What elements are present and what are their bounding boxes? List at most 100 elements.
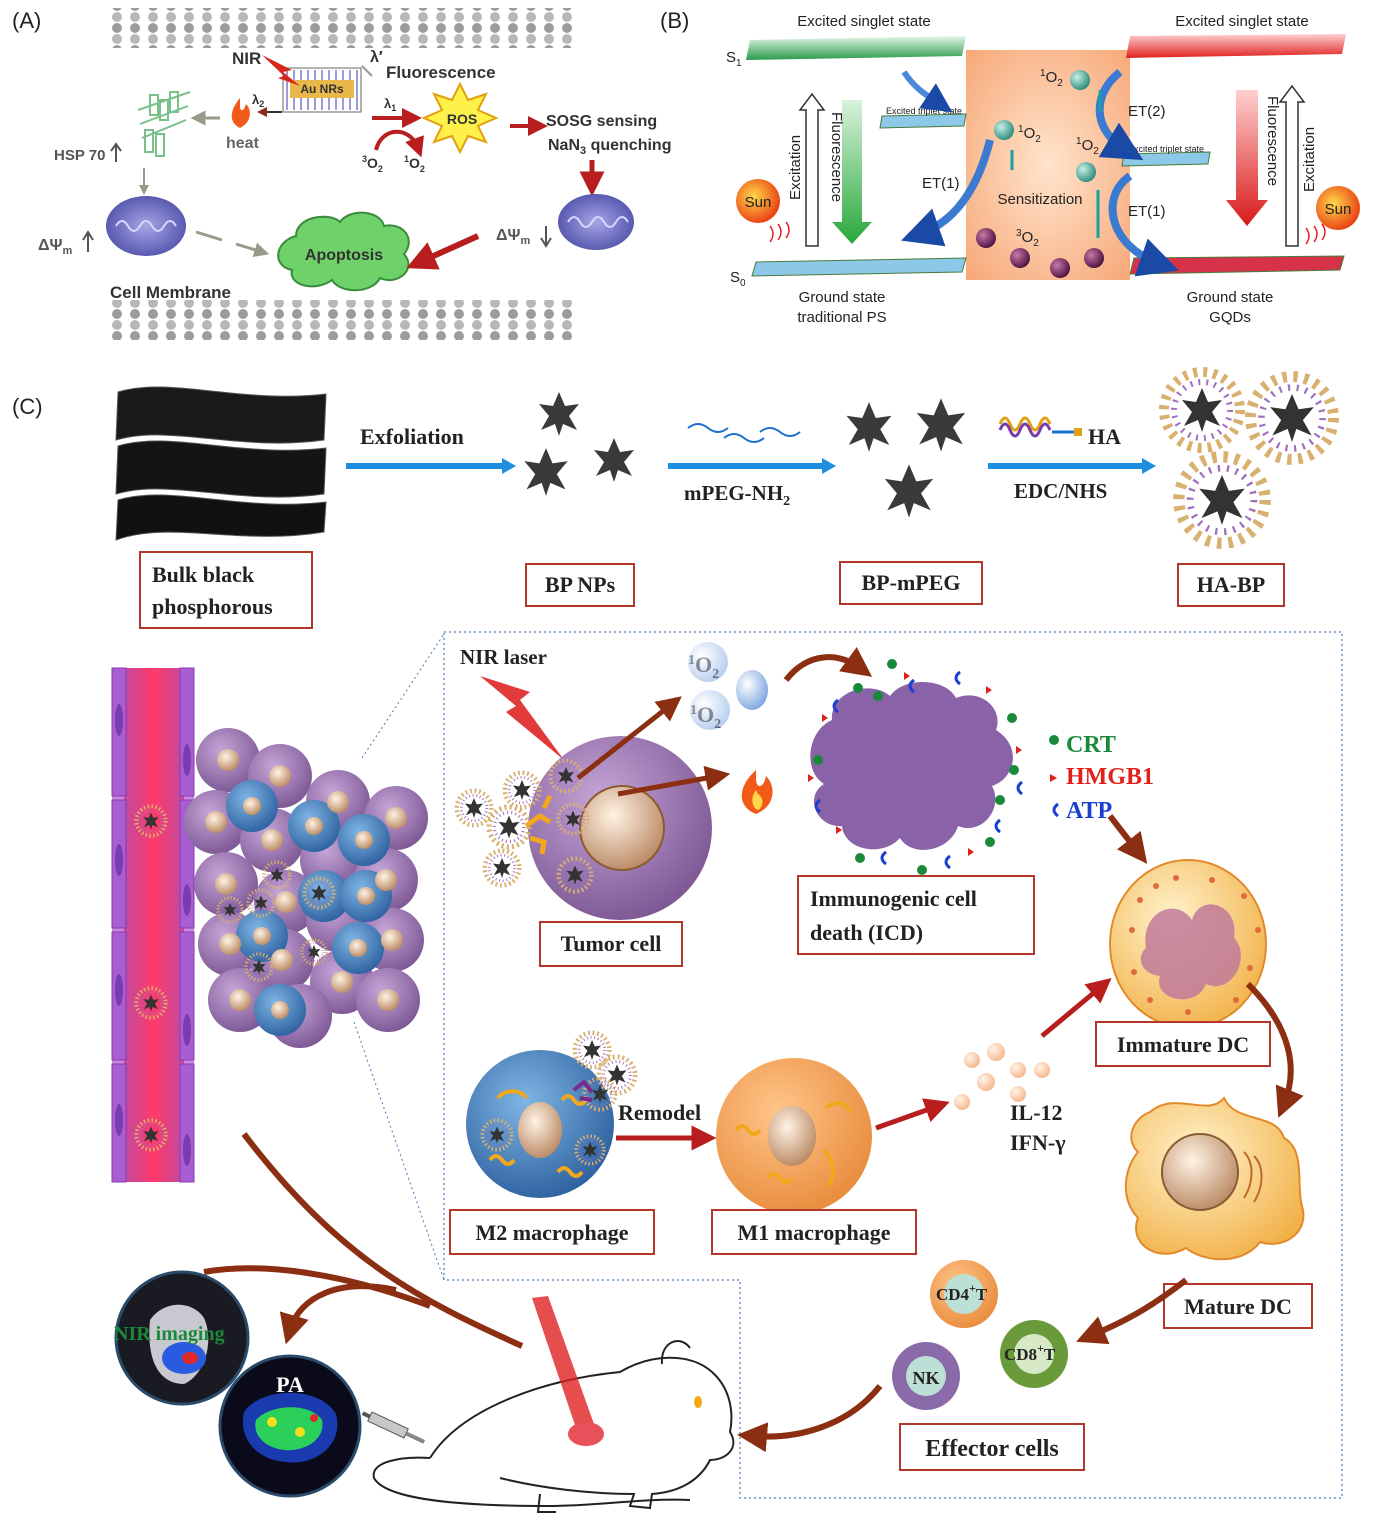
arrow-atp-to-dc — [1107, 814, 1148, 864]
nir-laser-bolt-icon — [480, 676, 564, 760]
cd8-t-label: CD8+T — [1004, 1341, 1056, 1364]
bp-nps-box — [525, 563, 635, 607]
singlet-o2-ball-3 — [1076, 162, 1096, 182]
panel-a: (A) Au NRs NIR λ′ Fluorescence λ2 heat H… — [12, 8, 671, 340]
bp-mpeg-star-2 — [916, 398, 966, 452]
singlet-o2-label: 1O2 — [404, 154, 425, 174]
m2-bound-particles — [480, 1033, 635, 1166]
detail-dotted-border — [443, 631, 1343, 1499]
bp-np-star-2 — [524, 448, 568, 496]
triplet-o2-ball-4 — [1084, 248, 1104, 268]
apoptosis-label: Apoptosis — [305, 247, 383, 264]
hsp70-protein-icon — [137, 91, 191, 157]
nir-imaging-label: NIR imaging — [114, 1323, 225, 1345]
ros-label: ROS — [447, 111, 477, 127]
membrane-top — [110, 8, 580, 48]
excitation-label-left: Excitation — [787, 135, 804, 200]
delta-psi-up-icon — [82, 230, 94, 252]
ha-bp-label: HA-BP — [1197, 572, 1265, 597]
bp-mpeg-star-3 — [884, 464, 934, 518]
ha-bp-particle-2 — [1251, 377, 1334, 460]
et1-right-label: ET(1) — [1128, 203, 1166, 220]
ha-helix-icon — [998, 416, 1082, 438]
bulk-bp-label-1: Bulk black — [152, 562, 255, 587]
icd-box — [797, 875, 1035, 955]
m1-macrophage-box — [711, 1209, 917, 1255]
mouse-icon — [372, 1340, 735, 1513]
svg-text:1O2: 1O2 — [1018, 124, 1041, 145]
ifn-label: IFN-γ — [1010, 1130, 1066, 1155]
ground-right-label-1: Ground state — [1187, 289, 1274, 306]
syringe-icon — [361, 1411, 426, 1444]
et1-arrow-right — [1108, 172, 1179, 277]
imaging-arrows — [203, 1132, 524, 1346]
tumor-cell-box — [539, 921, 683, 967]
excited-singlet-left-label: Excited singlet state — [797, 13, 930, 30]
mpeg-label: mPEG-NH2 — [684, 481, 790, 509]
nir-laser-label: NIR laser — [460, 645, 547, 669]
svg-text:3O2: 3O2 — [1016, 228, 1039, 249]
hmgb1-label: HMGB1 — [1066, 764, 1154, 790]
ros-burst-icon — [421, 81, 499, 155]
bulk-bp-label-2: phosphorous — [152, 594, 273, 619]
lambda2-label: λ2 — [252, 92, 264, 109]
bulk-bp-box — [139, 551, 313, 629]
et2-label: ET(2) — [1128, 103, 1166, 120]
nir-label: NIR — [232, 49, 261, 68]
m2-macrophage-box — [449, 1209, 655, 1255]
singlet-o2-ball-1 — [1070, 70, 1090, 90]
atp-label: ATP — [1066, 798, 1112, 824]
panel-a-label: (A) — [12, 8, 41, 33]
fluorescence-arrow-right — [1226, 90, 1268, 226]
nk-label: NK — [913, 1368, 940, 1388]
cytokines-icon — [954, 1043, 1050, 1110]
ha-label: HA — [1088, 424, 1121, 449]
triplet-o2-ball-3 — [1050, 258, 1070, 278]
s1-bar-right — [1126, 34, 1346, 58]
delta-psi-right: ΔΨm — [496, 227, 530, 247]
fluorescence-arrow-icon — [361, 65, 373, 77]
lambda-prime-label: λ′ — [370, 49, 383, 66]
mouse-eye-icon — [694, 1396, 702, 1408]
sensitization-label: Sensitization — [997, 191, 1082, 208]
apoptosis-cloud — [277, 211, 410, 292]
tumor-cell-label: Tumor cell — [561, 931, 662, 956]
bulk-bp-icon — [115, 386, 327, 541]
pa-label: PA — [276, 1372, 304, 1397]
panel-b-label: (B) — [660, 8, 689, 33]
ha-bp-particle-1 — [1164, 372, 1240, 448]
edc-nhs-label: EDC/NHS — [1014, 479, 1107, 503]
nir-bolt-icon — [262, 55, 300, 86]
membrane-bottom — [110, 300, 580, 340]
s0-bar-left — [751, 257, 967, 277]
nan3-quenching-label: NaN3 quenching — [548, 137, 671, 157]
m1-macrophage-label: M1 macrophage — [738, 1220, 891, 1245]
mitochondria-left-icon — [106, 196, 186, 256]
arrow-m1-to-cytokines — [875, 1098, 950, 1131]
ha-bp-box — [1177, 563, 1285, 607]
m2-macrophage-label: M2 macrophage — [476, 1220, 629, 1245]
bp-np-star-3 — [594, 438, 634, 482]
excited-triplet-left-label: Excited triplet state — [886, 106, 962, 116]
panel-c-mechanism: NIR laser 1O2 1O2 Tumor cell — [111, 631, 1343, 1513]
delta-psi-left: ΔΨm — [38, 237, 72, 257]
heat-flame-icon — [231, 98, 250, 128]
triplet-o2-label: 3O2 — [362, 154, 383, 174]
mpeg-chains-icon — [687, 423, 801, 443]
excited-singlet-right-label: Excited singlet state — [1175, 13, 1308, 30]
tumor-site-icon — [568, 1422, 604, 1446]
delta-psi-down-icon — [540, 226, 552, 248]
cd4-t-label: CD4+T — [936, 1281, 988, 1304]
arrow-to-apoptosis-right — [406, 233, 480, 270]
icd-label-1: Immunogenic cell — [810, 886, 977, 911]
panel-c-label: (C) — [12, 394, 43, 419]
fire-icon — [741, 770, 773, 814]
ground-left-label-1: Ground state — [799, 289, 886, 306]
excitation-label-right: Excitation — [1301, 127, 1318, 192]
arrow-to-singlet-o2 — [576, 696, 682, 780]
effector-cells-box — [899, 1423, 1085, 1471]
arrow-effector-to-mouse — [737, 1384, 883, 1453]
ha-bp-particle-3 — [1179, 457, 1265, 543]
arrow-to-heat-c — [617, 765, 731, 797]
